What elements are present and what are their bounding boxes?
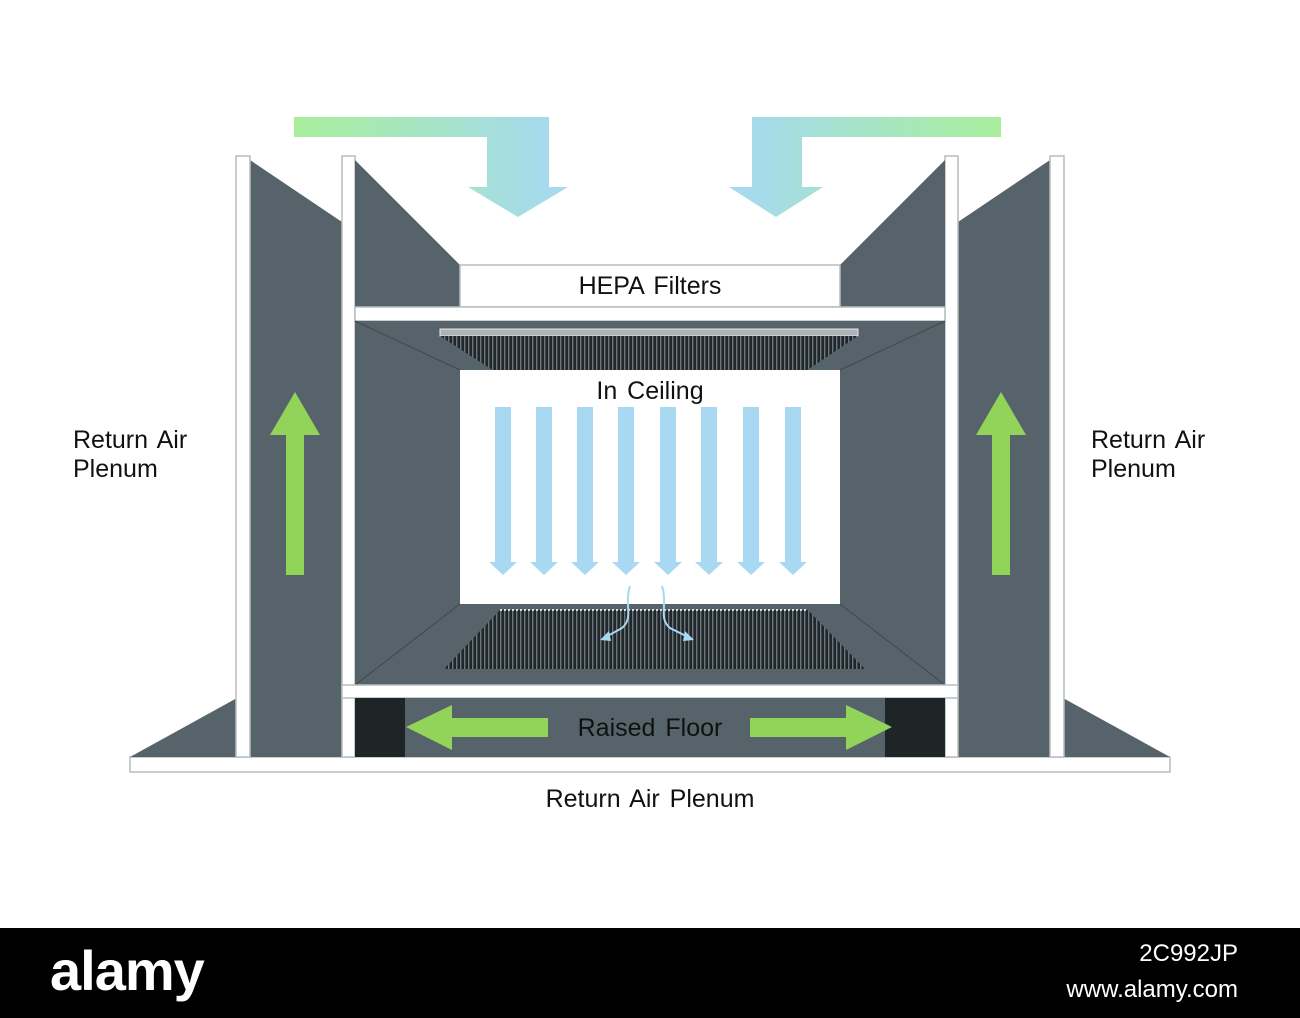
floor-grille (444, 610, 865, 669)
left-funnel-panel (355, 160, 460, 307)
floor-swirl-arrows (600, 585, 694, 641)
return-air-left-line1: Return Air (73, 426, 188, 454)
left-base-wedge (130, 698, 237, 757)
return-air-left-label: Return Air Plenum (73, 426, 243, 484)
image-id-text: 2C992JP (1139, 940, 1238, 967)
return-air-bottom-label: Return Air Plenum (545, 785, 755, 813)
return-air-left-line2: Plenum (73, 455, 158, 483)
return-air-right-label: Return Air Plenum (1091, 426, 1261, 484)
swirl-arrowhead-left (600, 631, 611, 641)
laminar-arrow-4 (612, 407, 640, 575)
laminar-arrow-8 (779, 407, 807, 575)
raised-floor-shadow-right (885, 698, 945, 757)
perspective-line-tl (354, 320, 461, 371)
ceiling-grille (440, 336, 858, 371)
site-url-text: www.alamy.com (1066, 976, 1238, 1003)
raised-floor-arrow-left (406, 705, 548, 750)
perspective-line-tr (839, 320, 946, 371)
return-air-right-line2: Plenum (1091, 455, 1176, 483)
ceiling-diffuser-plate (439, 328, 859, 337)
hepa-filter-box (459, 264, 841, 308)
left-plenum-outer-post (235, 155, 251, 758)
right-inner-post (944, 155, 959, 758)
right-funnel-panel (840, 160, 945, 307)
diagram-canvas (129, 117, 1171, 773)
supply-inlet-arrow-left (294, 117, 568, 217)
raised-floor-arrow-right (750, 705, 892, 750)
return-air-right-line1: Return Air (1091, 426, 1206, 454)
swirl-arrow-right (661, 585, 691, 639)
perspective-line-bl (354, 603, 461, 686)
swirl-arrow-left (603, 585, 631, 639)
laminar-arrow-2 (530, 407, 558, 575)
laminar-flow-arrows (489, 407, 807, 575)
right-base-wedge (1063, 698, 1170, 757)
laminar-arrow-1 (489, 407, 517, 575)
right-plenum-outer-post (1049, 155, 1065, 758)
back-wall (460, 370, 840, 604)
laminar-arrow-5 (654, 407, 682, 575)
perspective-line-br (839, 603, 946, 686)
return-air-up-arrow-left (270, 392, 320, 575)
in-ceiling-label: In Ceiling (596, 377, 704, 405)
left-inner-post (341, 155, 356, 758)
ceiling-beam (354, 306, 946, 322)
laminar-arrow-7 (737, 407, 765, 575)
raised-floor-shadow-left (355, 698, 405, 757)
return-air-up-arrow-right (976, 392, 1026, 575)
hepa-filters-label: HEPA Filters (578, 272, 722, 300)
raised-floor-beam (341, 684, 959, 699)
watermark-footer: alamy 2C992JP www.alamy.com (0, 928, 1300, 1018)
laminar-arrow-3 (571, 407, 599, 575)
raised-floor-label: Raised Floor (577, 714, 723, 742)
laminar-arrow-6 (695, 407, 723, 575)
swirl-arrowhead-right (683, 631, 694, 641)
alamy-logo: alamy (50, 939, 205, 1002)
supply-inlet-arrow-right (729, 117, 1001, 217)
base-slab (129, 756, 1171, 773)
